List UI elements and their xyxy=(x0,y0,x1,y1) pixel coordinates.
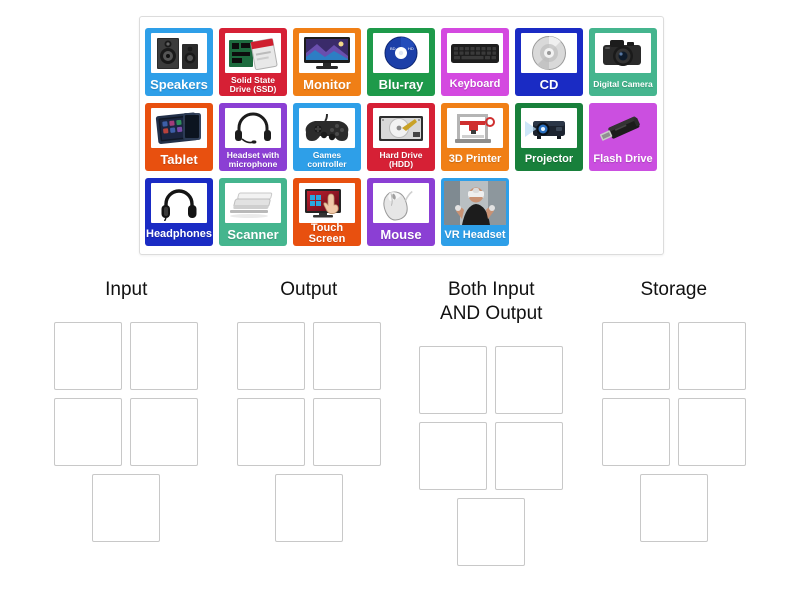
tile-speakers[interactable]: Speakers xyxy=(145,28,213,96)
tile-label: Headset with microphone xyxy=(226,149,280,169)
tile-label: Speakers xyxy=(150,76,208,92)
tile-vr-headset[interactable]: VR Headset xyxy=(441,178,509,246)
bluray-disc-icon: BD HD xyxy=(373,33,429,73)
drop-slot[interactable] xyxy=(274,473,343,542)
category-columns: Input Output Both Input AND Output Storage xyxy=(35,278,765,588)
tile-label: Headphones xyxy=(146,227,213,240)
tile-mouse[interactable]: Mouse xyxy=(367,178,435,246)
drop-slot[interactable] xyxy=(601,397,670,466)
category-column-input: Input xyxy=(35,278,218,588)
tile-label: VR Headset xyxy=(444,228,506,241)
tile-label: Mouse xyxy=(380,226,422,242)
drop-slot-grid xyxy=(590,321,758,542)
gamepad-icon xyxy=(299,108,355,148)
category-column-both-input-and-output: Both Input AND Output xyxy=(400,278,583,588)
scanner-icon xyxy=(225,183,281,223)
drop-slot[interactable] xyxy=(677,397,746,466)
tile-bank: Speakers Solid State Drive (SSD) Monitor… xyxy=(139,16,664,255)
speakers-icon xyxy=(151,33,207,73)
category-column-storage: Storage xyxy=(583,278,766,588)
headphones-icon xyxy=(151,183,207,223)
tile-label: Flash Drive xyxy=(593,152,653,165)
printer-3d-icon xyxy=(447,108,503,148)
drop-slot[interactable] xyxy=(495,345,564,414)
monitor-icon xyxy=(299,33,355,73)
drop-slot[interactable] xyxy=(419,345,488,414)
tile-3d-printer[interactable]: 3D Printer xyxy=(441,103,509,171)
drop-slot[interactable] xyxy=(236,397,305,466)
tile-blu-ray[interactable]: BD HD Blu-ray xyxy=(367,28,435,96)
tile-label: CD xyxy=(539,76,559,92)
tile-row-2: Tablet Headset with microphone Games con… xyxy=(140,103,663,177)
tile-row-1: Speakers Solid State Drive (SSD) Monitor… xyxy=(140,28,663,102)
tile-headphones[interactable]: Headphones xyxy=(145,178,213,246)
tile-label: Digital Camera xyxy=(593,79,653,90)
tile-tablet[interactable]: Tablet xyxy=(145,103,213,171)
tile-digital-camera[interactable]: Digital Camera xyxy=(589,28,657,96)
tile-label: Games controller xyxy=(307,149,347,169)
tile-flash-drive[interactable]: Flash Drive xyxy=(589,103,657,171)
tile-solid-state-drive-ssd[interactable]: Solid State Drive (SSD) xyxy=(219,28,287,96)
tile-label: 3D Printer xyxy=(448,152,502,165)
tile-label: Blu-ray xyxy=(378,76,424,92)
touch-screen-icon xyxy=(299,183,355,223)
category-title: Both Input AND Output xyxy=(440,279,543,324)
tile-keyboard[interactable]: Keyboard xyxy=(441,28,509,96)
drop-slot[interactable] xyxy=(130,397,199,466)
vr-headset-icon xyxy=(444,181,506,225)
drop-slot[interactable] xyxy=(312,397,381,466)
tile-touch-screen[interactable]: Touch Screen xyxy=(293,178,361,246)
drop-slot[interactable] xyxy=(419,421,488,490)
tile-label: Scanner xyxy=(227,226,279,242)
tile-label: Hard Drive (HDD) xyxy=(379,149,423,169)
tile-games-controller[interactable]: Games controller xyxy=(293,103,361,171)
svg-text:BD: BD xyxy=(390,46,396,51)
keyboard-icon xyxy=(447,33,503,73)
drop-slot[interactable] xyxy=(130,321,199,390)
cd-disc-icon xyxy=(521,33,577,73)
svg-text:HD: HD xyxy=(408,46,414,51)
tile-scanner[interactable]: Scanner xyxy=(219,178,287,246)
category-title: Input xyxy=(105,279,148,300)
projector-icon xyxy=(521,108,577,148)
tile-label: Projector xyxy=(524,152,574,165)
drop-slot-grid xyxy=(407,345,575,566)
flash-drive-icon xyxy=(595,108,651,148)
drop-slot[interactable] xyxy=(457,497,526,566)
mouse-icon xyxy=(373,183,429,223)
tile-hard-drive-hdd[interactable]: Hard Drive (HDD) xyxy=(367,103,435,171)
drop-slot[interactable] xyxy=(677,321,746,390)
drop-slot[interactable] xyxy=(601,321,670,390)
drop-slot[interactable] xyxy=(54,397,123,466)
tile-cd[interactable]: CD xyxy=(515,28,583,96)
tile-projector[interactable]: Projector xyxy=(515,103,583,171)
camera-icon xyxy=(595,33,651,73)
category-column-output: Output xyxy=(218,278,401,588)
drop-slot-grid xyxy=(225,321,393,542)
tile-row-3: Headphones Scanner Touch Screen Mouse xyxy=(140,178,663,252)
tile-monitor[interactable]: Monitor xyxy=(293,28,361,96)
tile-label: Tablet xyxy=(160,151,198,167)
headset-icon xyxy=(225,108,281,148)
tile-label: Keyboard xyxy=(449,77,501,90)
ssd-icon xyxy=(225,33,281,73)
drop-slot[interactable] xyxy=(92,473,161,542)
drop-slot[interactable] xyxy=(495,421,564,490)
drop-slot[interactable] xyxy=(54,321,123,390)
tablet-icon xyxy=(151,108,207,148)
drop-slot-grid xyxy=(42,321,210,542)
tile-headset-with-microphone[interactable]: Headset with microphone xyxy=(219,103,287,171)
tile-label: Monitor xyxy=(303,76,351,92)
category-title: Output xyxy=(280,279,338,300)
drop-slot[interactable] xyxy=(236,321,305,390)
tile-label: Touch Screen xyxy=(308,221,346,246)
category-title: Storage xyxy=(640,279,708,300)
drop-slot[interactable] xyxy=(639,473,708,542)
drop-slot[interactable] xyxy=(312,321,381,390)
tile-label: Solid State Drive (SSD) xyxy=(229,74,277,94)
hard-drive-icon xyxy=(373,108,429,148)
